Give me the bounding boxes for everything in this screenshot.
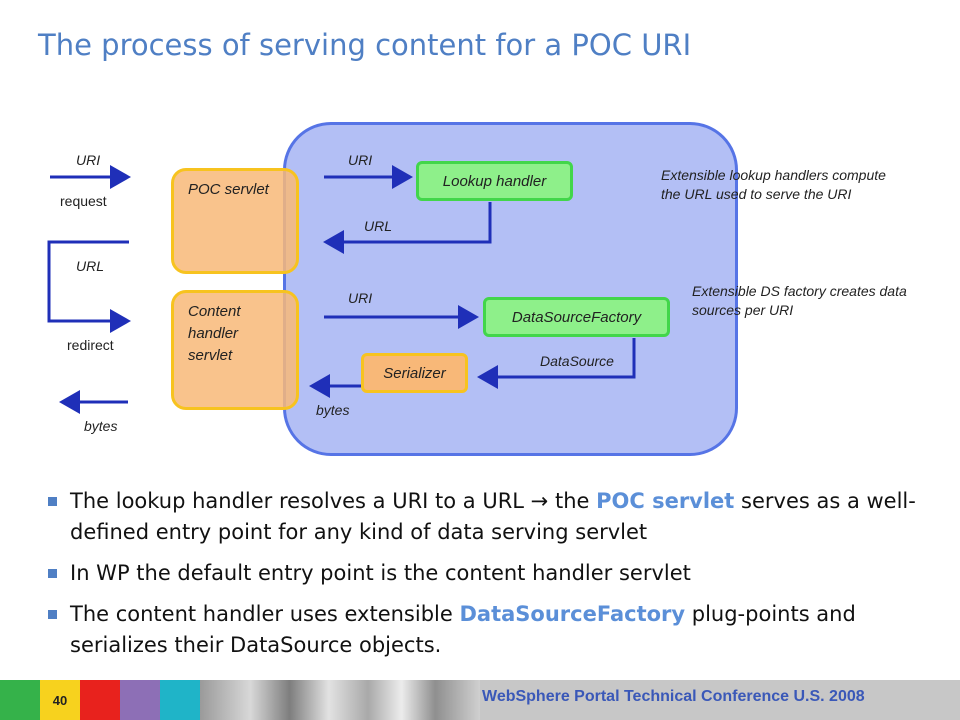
serializer-label: Serializer [383,364,446,382]
footer-bar [0,680,960,720]
content-handler-servlet-box: Content handler servlet [171,290,299,410]
left-bytes-label: bytes [84,418,118,434]
bullet-item: The lookup handler resolves a URI to a U… [48,486,928,548]
inner-uri-top-label: URI [348,152,373,168]
datasource-arrow [477,338,636,389]
left-uri-label: URI [76,152,101,168]
bullet-marker [48,497,57,506]
datasource-factory-label: DataSourceFactory [511,308,642,326]
poc-servlet-label: POC servlet [188,181,269,198]
content-handler-label-line3: servlet [188,347,233,364]
conference-name: WebSphere Portal Technical Conference U.… [482,688,865,705]
bullet-text: serves as a well-defined entry point for… [70,489,916,544]
ds-factory-note: Extensible DS factory creates data sourc… [692,283,907,318]
inner-url-label: URL [364,218,393,234]
lookup-handlers-note: Extensible lookup handlers compute the U… [661,167,886,202]
footer-color-block [160,680,200,720]
bullet-item: The content handler uses extensible Data… [48,599,928,661]
footer-photo-strip [200,680,480,720]
right-arrow-icon: → [530,489,549,513]
footer-color-block [40,680,80,720]
inner-uri-mid-label: URI [348,290,373,306]
bullet-list: The lookup handler resolves a URI to a U… [48,486,928,671]
page-number: 40 [52,692,68,708]
footer-color-block [120,680,160,720]
footer-color-block [80,680,120,720]
footer-color-block [0,680,40,720]
request-label: request [60,193,107,209]
inner-bytes-label: bytes [316,402,350,418]
datasource-label: DataSource [540,353,614,369]
poc-servlet-highlight: POC servlet [596,489,735,513]
url-return-arrow [323,202,492,254]
lookup-handler-label: Lookup handler [442,172,547,190]
poc-servlet-box: POC servlet [171,168,299,274]
bullet-text: In WP the default entry point is the con… [70,561,691,585]
redirect-arrow [47,240,131,333]
datasource-factory-box: DataSourceFactory [483,297,670,337]
content-handler-label-line2: handler [188,325,239,342]
bullet-text: The content handler uses extensible [70,602,460,626]
redirect-label: redirect [67,337,114,353]
bullet-marker [48,610,57,619]
bullet-text: the [548,489,597,513]
bullet-marker [48,569,57,578]
footer-gray-band [480,680,960,720]
bullet-text: plug-points and serializes their DataSou… [70,602,856,657]
lookup-handler-box: Lookup handler [416,161,573,201]
datasourcefactory-highlight: DataSourceFactory [459,602,686,626]
content-handler-label-line1: Content [188,303,241,320]
bullet-item: In WP the default entry point is the con… [48,558,928,589]
bullet-text: The lookup handler resolves a URI to a U… [70,489,531,513]
left-url-label: URL [76,258,105,274]
slide-title: The process of serving content for a POC… [38,28,692,62]
serializer-box: Serializer [361,353,468,393]
